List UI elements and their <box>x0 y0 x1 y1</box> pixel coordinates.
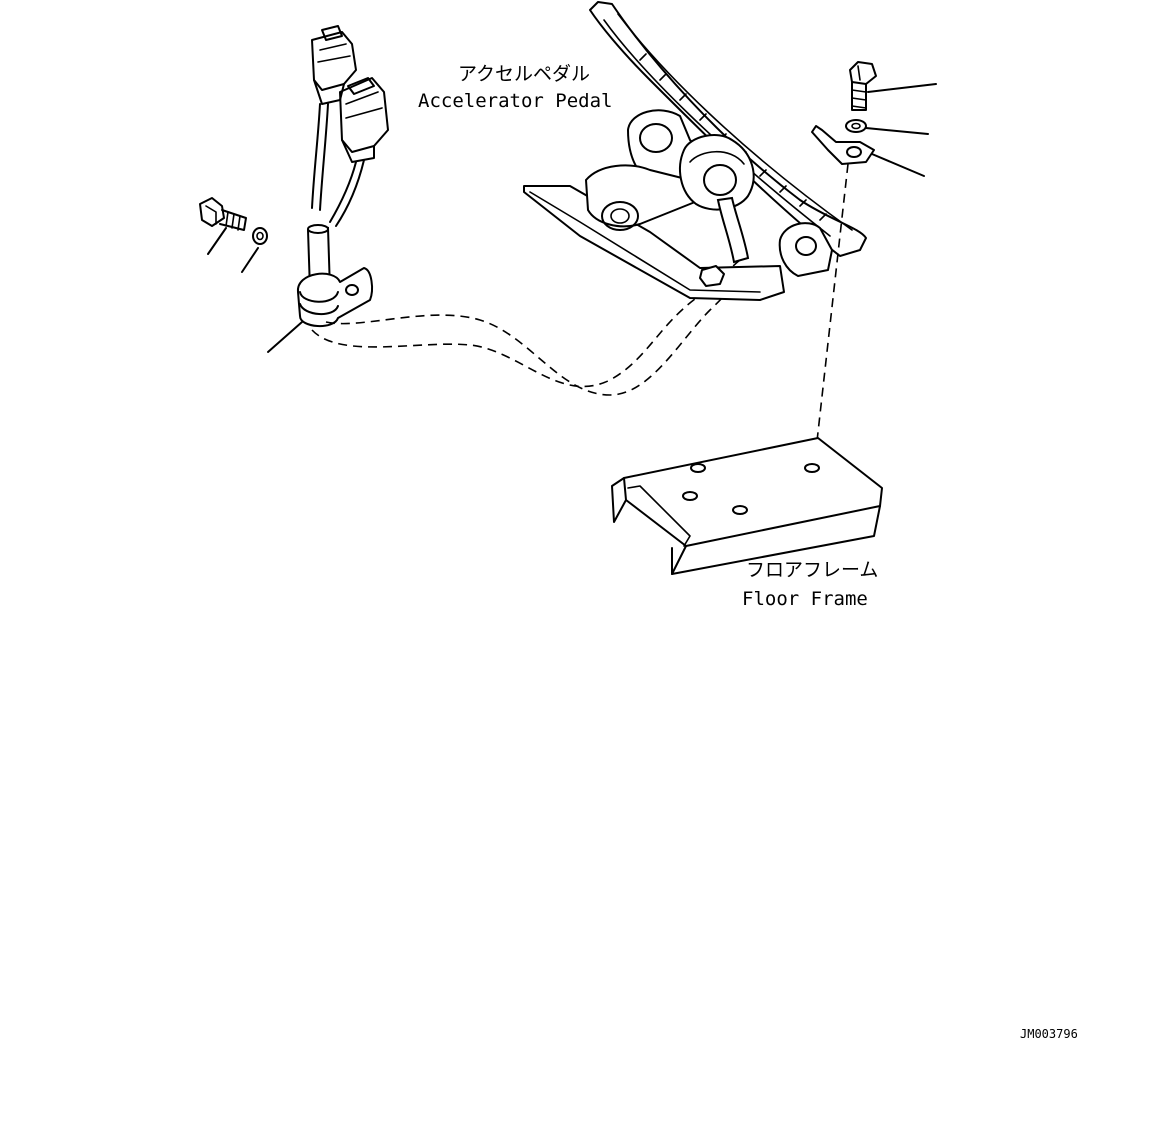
accelerator-pedal-label-en: Accelerator Pedal <box>418 90 612 112</box>
leader-lines-right <box>865 83 937 177</box>
bolt-right <box>849 61 877 111</box>
harness-connector-1 <box>311 25 357 105</box>
floor-frame-label-jp: フロアフレーム <box>746 559 878 581</box>
harness-hose <box>311 259 751 396</box>
harness-clamp <box>296 267 373 327</box>
harness-connector-2 <box>339 77 389 163</box>
accelerator-pedal-label-jp: アクセルペダル <box>458 63 590 85</box>
accelerator-pedal <box>523 1 867 301</box>
washer-right <box>845 119 867 133</box>
floor-frame-label-en: Floor Frame <box>742 588 868 610</box>
washer-left <box>252 227 268 245</box>
floor-frame <box>611 437 883 575</box>
alignment-line <box>813 163 849 469</box>
leader-lines-left <box>207 227 303 353</box>
cable-clip <box>811 125 875 165</box>
bolt-left <box>199 197 247 231</box>
drawing-number: JM003796 <box>1020 1027 1078 1041</box>
harness-wires <box>311 103 365 227</box>
